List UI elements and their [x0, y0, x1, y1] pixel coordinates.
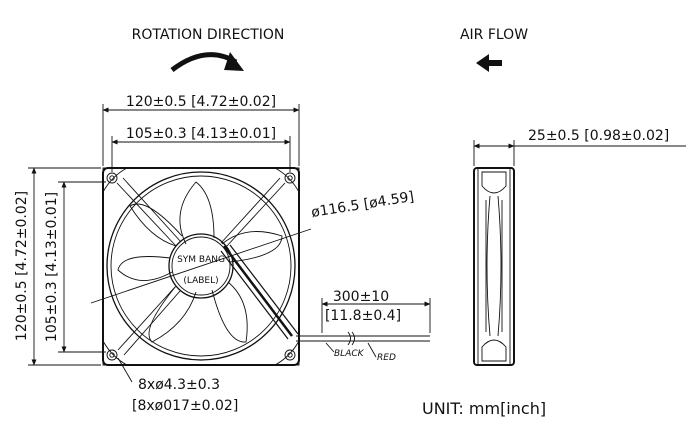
- dimension-overall-width: 120±0.5 [4.72±0.02]: [102, 94, 300, 166]
- dimension-thickness: 25±0.5 [0.98±0.02]: [473, 128, 686, 166]
- thickness-label: 25±0.5 [0.98±0.02]: [528, 128, 669, 144]
- overall-height-label: 120±0.5 [4.72±0.02]: [14, 191, 30, 341]
- hole-spacing-height-label: 105±0.3 [4.13±0.01]: [44, 192, 60, 342]
- unit-label: UNIT: mm[inch]: [422, 399, 546, 418]
- rotation-arrow-icon: [170, 52, 244, 72]
- cable-length-mm-label: 300±10: [333, 289, 389, 305]
- frame-struts: [116, 177, 286, 356]
- dimension-overall-height: 120±0.5 [4.72±0.02]: [14, 167, 101, 366]
- mounting-hole-bottom-left: [102, 339, 128, 366]
- dimension-hole-spacing-width: 105±0.3 [4.13±0.01]: [111, 126, 291, 172]
- wire-black-label: BLACK: [334, 349, 365, 359]
- wire-red-label: RED: [377, 353, 396, 363]
- cable-channel: [220, 244, 299, 340]
- air-flow-heading: AIR FLOW: [460, 27, 528, 43]
- dimension-hole-spacing-height: 105±0.3 [4.13±0.01]: [44, 181, 106, 353]
- fan-side-view: [473, 167, 515, 366]
- mounting-holes-note: 8xø4.3±0.3 [8xø017±0.02]: [117, 357, 238, 414]
- mount-holes-in-label: [8xø017±0.02]: [132, 398, 238, 414]
- hub-label-placeholder: (LABEL): [183, 276, 218, 286]
- fan-front-view: SYM BANG (LABEL): [90, 167, 312, 366]
- centerline: [90, 228, 312, 304]
- mount-holes-mm-label: 8xø4.3±0.3: [138, 377, 220, 393]
- dimension-diameter: ø116.5 [ø4.59]: [310, 189, 415, 221]
- rotation-direction-heading: ROTATION DIRECTION: [132, 27, 285, 43]
- mounting-hole-top-left: [102, 167, 128, 194]
- cable: 300±10 [11.8±0.4] BLACK RED: [296, 289, 431, 363]
- overall-width-label: 120±0.5 [4.72±0.02]: [126, 94, 276, 110]
- cable-length-in-label: [11.8±0.4]: [325, 308, 401, 324]
- diameter-label: ø116.5 [ø4.59]: [310, 189, 415, 221]
- hole-spacing-width-label: 105±0.3 [4.13±0.01]: [126, 126, 276, 142]
- mounting-hole-top-right: [274, 167, 300, 194]
- hub-label-brand: SYM BANG: [177, 255, 225, 265]
- air-flow-arrow-icon: [476, 54, 502, 72]
- mounting-hole-bottom-right: [274, 339, 300, 366]
- fan-blades: [117, 181, 283, 343]
